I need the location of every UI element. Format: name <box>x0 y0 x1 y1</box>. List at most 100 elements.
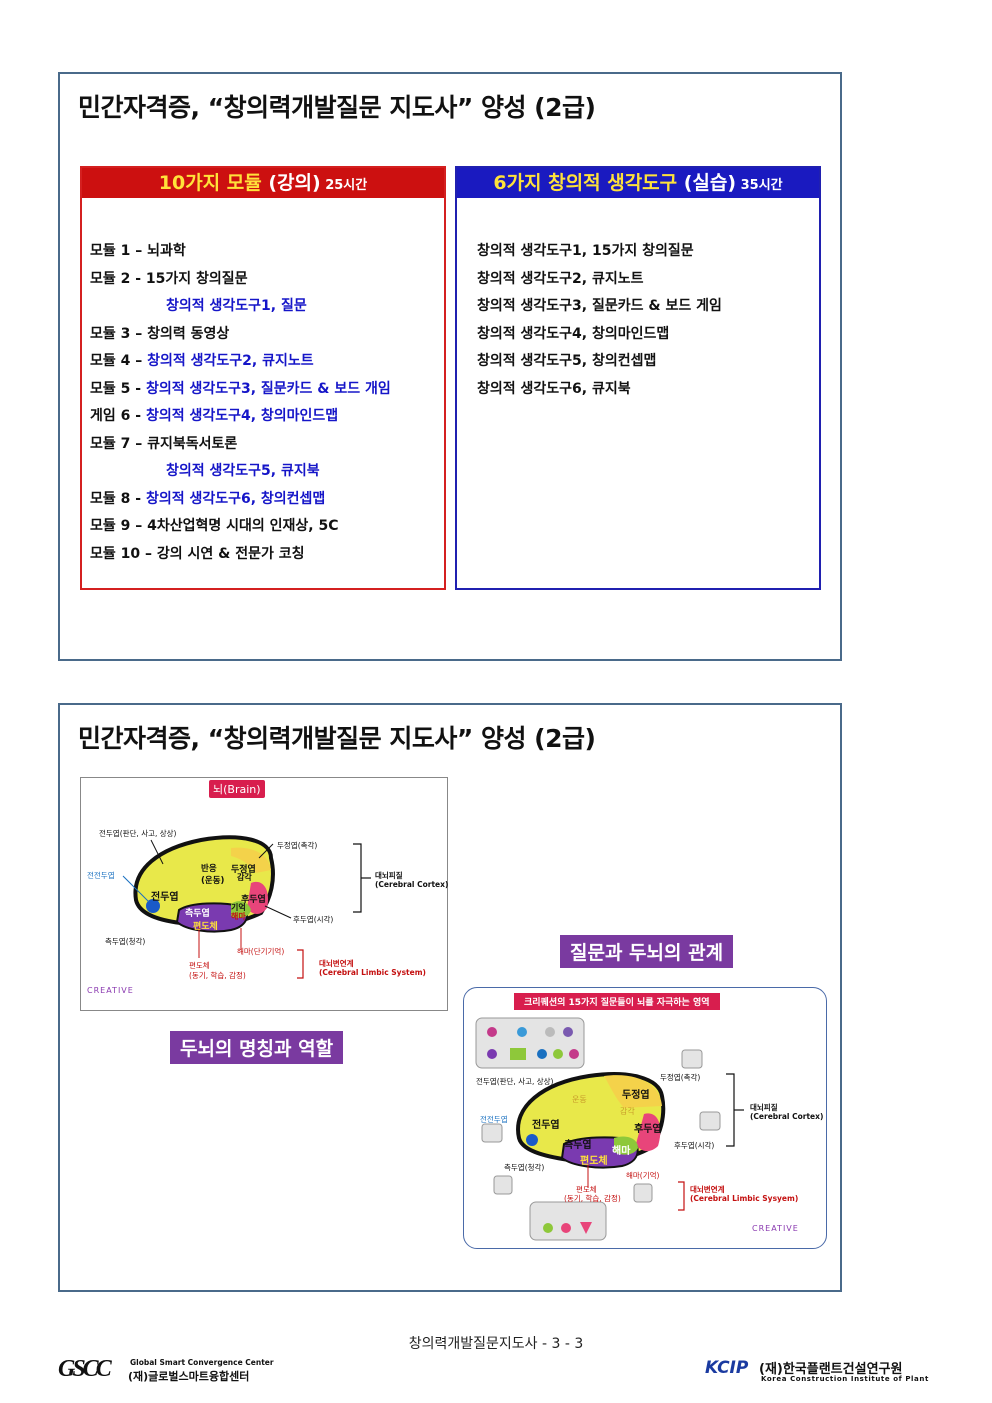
kcip-logo-mark: KCIP <box>705 1358 749 1378</box>
label-occipital: 후두엽(시각) <box>674 1141 715 1150</box>
label-question-brain-relation: 질문과 두뇌의 관계 <box>560 935 734 968</box>
module-row-label: 게임 6 - <box>90 408 146 424</box>
kcip-logo-en: Korea Construction Institute of Plant <box>761 1375 929 1383</box>
module-row-tool: 창의적 생각도구4, 창의마인드맵 <box>145 408 339 424</box>
module-row-label: 모듈 10 – 강의 시연 & 전문가 코칭 <box>90 545 305 562</box>
label-occipital-in: 후두엽 <box>241 895 266 905</box>
tool-row: 창의적 생각도구6, 큐지북 <box>477 380 631 397</box>
label-temporal-in: 측두엽 <box>564 1140 592 1151</box>
label-prefrontal-func: 전두엽(판단, 사고, 상상) <box>476 1077 554 1086</box>
gscc-logo-mark: GSCC <box>58 1356 112 1382</box>
kcip-logo: KCIP (재)한국플랜트건설연구원 Korea Construction In… <box>705 1358 935 1388</box>
slide-title: 민간자격증, “창의력개발질문 지도사” 양성 (2급) <box>78 724 596 753</box>
label-parietal-in: 두정엽 <box>231 865 256 875</box>
slide-brain: 민간자격증, “창의력개발질문 지도사” 양성 (2급) 뇌(Brain) 전두… <box>58 703 842 1292</box>
module-row: 모듈 8 - 창의적 생각도구6, 창의컨셉맵 <box>90 486 391 514</box>
tools-header-paren: (실습) <box>683 172 737 194</box>
gscc-logo-en: Global Smart Convergence Center <box>130 1358 274 1367</box>
label-occipital-in: 후두엽 <box>634 1124 662 1135</box>
brain-illustration <box>122 835 371 979</box>
label-sense: 감각 <box>620 1107 635 1116</box>
tool-row: 창의적 생각도구3, 질문카드 & 보드 게임 <box>477 298 722 314</box>
label-parietal: 두정엽(촉각) <box>277 841 318 850</box>
label-memory: 기억 <box>231 903 246 912</box>
tools-header-main: 6가지 창의적 생각도구 <box>493 172 684 194</box>
module-row: 게임 6 - 창의적 생각도구4, 창의마인드맵 <box>90 403 391 431</box>
label-limbic: 대뇌변연계 <box>690 1185 725 1194</box>
slide-course-overview: 민간자격증, “창의력개발질문 지도사” 양성 (2급) 10가지 모듈 (강의… <box>58 72 842 661</box>
tool-row: 창의적 생각도구5, 창의컨셉맵 <box>477 353 657 369</box>
module-row-label: 모듈 8 - <box>90 490 146 507</box>
brain-diagram-names: 뇌(Brain) 전두엽(판단, 사고, 상상) 두정엽(촉각) 전전두엽 전두… <box>80 777 448 1011</box>
module-row-tool: 창의적 생각도구6, 창의컨셉맵 <box>145 490 326 507</box>
label-amygdala-func: (동기, 학습, 감정) <box>189 971 246 980</box>
module-row-label: 모듈 1 – 뇌과학 <box>90 243 186 259</box>
label-hippo-in: 해마 <box>612 1146 631 1157</box>
module-row: 모듈 5 - 창의적 생각도구3, 질문카드 & 보드 개임 <box>90 376 391 404</box>
module-row: 모듈 1 – 뇌과학 <box>90 238 391 266</box>
label-brain-names-roles: 두뇌의 명칭과 역할 <box>170 1031 344 1064</box>
label-occipital: 후두엽(시각) <box>293 915 334 924</box>
label-cortex-en: (Cerebral Cortex) <box>375 880 449 889</box>
label-prefrontal-tip: 전전두엽 <box>480 1115 508 1124</box>
tool-row: 창의적 생각도구1, 15가지 창의질문 <box>477 243 694 259</box>
label-prefrontal-func: 전두엽(판단, 사고, 상상) <box>99 829 177 838</box>
module-row-tool: 창의적 생각도구2, 큐지노트 <box>147 353 314 369</box>
brain2-banner: 크리퀘션의 15가지 질문들이 뇌를 자극하는 영역 <box>514 993 720 1010</box>
label-frontal: 전두엽 <box>151 892 179 903</box>
modules-header-paren: (강의) <box>268 172 321 194</box>
label-cortex: 대뇌피질 <box>750 1103 778 1112</box>
module-row: 모듈 10 – 강의 시연 & 전문가 코칭 <box>90 541 391 569</box>
label-amygdala-in: 편도체 <box>193 922 218 932</box>
module-row-label: 모듈 2 - 15가지 창의질문 <box>90 270 248 287</box>
label-cortex-en: (Cerebral Cortex) <box>750 1112 824 1121</box>
module-row: 창의적 생각도구1, 질문 <box>90 293 391 321</box>
module-row-label: 모듈 4 – <box>90 353 148 369</box>
label-amygdala-func: (동기, 학습, 감정) <box>564 1194 621 1203</box>
creative-logo: CREATIVE <box>87 986 134 995</box>
brain-question-illustration <box>475 1017 744 1241</box>
label-limbic-en: (Cerebral Limbic System) <box>319 968 426 977</box>
label-cortex: 대뇌피질 <box>375 871 403 880</box>
label-amygdala-in: 편도체 <box>580 1156 608 1167</box>
label-frontal: 전두엽 <box>532 1120 560 1131</box>
modules-header-hours: 25시간 <box>320 178 368 193</box>
module-row-tool: 창의적 생각도구3, 질문카드 & 보드 개임 <box>145 380 391 397</box>
label-amygdala: 편도체 <box>576 1185 597 1194</box>
label-limbic: 대뇌변연계 <box>319 959 354 968</box>
tools-header-hours: 35시간 <box>736 178 783 193</box>
module-row: 모듈 3 – 창의력 동영상 <box>90 321 391 349</box>
tool-row: 창의적 생각도구4, 창의마인드맵 <box>477 325 670 342</box>
module-row-label: 모듈 3 – 창의력 동영상 <box>90 325 230 342</box>
module-row: 창의적 생각도구5, 큐지북 <box>90 458 391 486</box>
slide-title: 민간자격증, “창의력개발질문 지도사” 양성 (2급) <box>78 93 596 122</box>
page-number: 창의력개발질문지도사 - 3 - 3 <box>408 1336 584 1352</box>
module-row-label: 모듈 5 - <box>90 380 146 397</box>
modules-box-header: 10가지 모듈 (강의) 25시간 <box>82 168 444 198</box>
module-row-label: 모듈 7 – 큐지북독서토론 <box>90 435 238 452</box>
module-row: 모듈 9 – 4차산업혁명 시대의 인재상, 5C <box>90 513 391 541</box>
tools-box-header: 6가지 창의적 생각도구 (실습) 35시간 <box>457 168 819 198</box>
label-motor: 운동 <box>572 1095 587 1104</box>
label-hippo: 해마(기억) <box>626 1171 660 1180</box>
label-sense: 감각 <box>237 873 252 882</box>
module-row: 모듈 7 – 큐지북독서토론 <box>90 431 391 459</box>
kcip-logo-ko: (재)한국플랜트건설연구원 <box>759 1362 903 1377</box>
label-hippo-in: 해마 <box>231 912 246 921</box>
label-motor: 반응 (운동) <box>201 864 225 886</box>
label-hippo: 해마(단기기억) <box>237 947 285 956</box>
gscc-logo-ko: (재)글로벌스마트융합센터 <box>128 1370 250 1383</box>
module-row-tool: 창의적 생각도구1, 질문 <box>166 298 307 314</box>
label-temporal: 측두엽(청각) <box>504 1163 545 1172</box>
module-row-label: 모듈 9 – 4차산업혁명 시대의 인재상, 5C <box>90 518 339 534</box>
tool-row: 창의적 생각도구2, 큐지노트 <box>477 270 644 287</box>
label-temporal: 측두엽(청각) <box>105 937 146 946</box>
modules-header-main: 10가지 모듈 <box>158 172 269 194</box>
label-prefrontal-tip: 전전두엽 <box>87 871 115 880</box>
gscc-logo: GSCC Global Smart Convergence Center (재)… <box>58 1356 298 1386</box>
module-row-tool: 창의적 생각도구5, 큐지북 <box>166 463 320 479</box>
brain-tag: 뇌(Brain) <box>209 780 265 798</box>
